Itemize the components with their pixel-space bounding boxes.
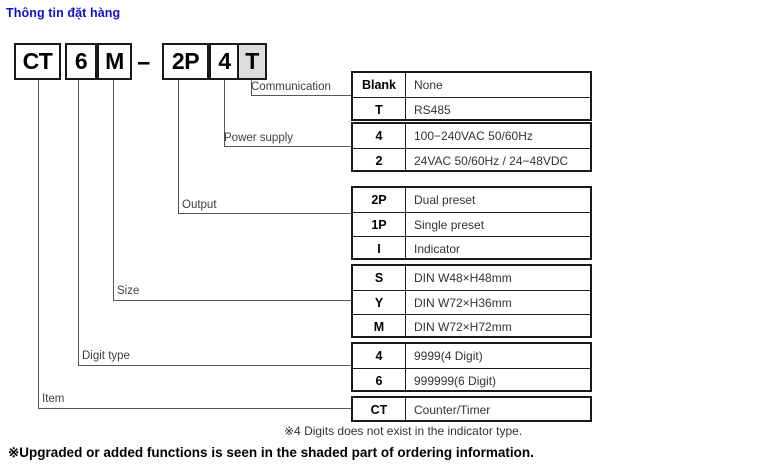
- footnote-upgraded: ※Upgraded or added functions is seen in …: [8, 445, 534, 460]
- table-row: 2P Dual preset: [353, 188, 590, 212]
- leader-line-digit-type-horizontal: [78, 365, 351, 366]
- spec-desc: DIN W72×H72mm: [414, 319, 512, 334]
- leader-label-digit-type: Digit type: [82, 350, 130, 362]
- spec-desc: DIN W72×H36mm: [414, 295, 512, 310]
- leader-line-digit-type-vertical: [78, 80, 79, 366]
- page-title: Thông tin đặt hàng: [6, 6, 121, 20]
- spec-table-item: CT Counter/Timer: [351, 396, 592, 422]
- spec-code: 1P: [353, 213, 406, 236]
- table-row: 2 24VAC 50/60Hz / 24−48VDC: [353, 148, 590, 172]
- leader-label-power-supply: Power supply: [224, 132, 294, 144]
- spec-desc: 999999(6 Digit): [414, 373, 497, 388]
- spec-code: Blank: [353, 73, 406, 97]
- leader-label-size: Size: [117, 285, 140, 297]
- code-box-output: 2P: [162, 43, 209, 80]
- table-row: 1P Single preset: [353, 212, 590, 236]
- table-row: 4 100−240VAC 50/60Hz: [353, 124, 590, 148]
- spec-table-size: S DIN W48×H48mm Y DIN W72×H36mm M DIN W7…: [351, 264, 592, 338]
- spec-table-communication: Blank None T RS485: [351, 71, 592, 121]
- leader-label-communication: Communication: [251, 81, 331, 93]
- leader-line-output-horizontal: [178, 213, 351, 214]
- table-row: Y DIN W72×H36mm: [353, 290, 590, 314]
- table-row: T RS485: [353, 97, 590, 121]
- leader-line-communication-horizontal: [251, 95, 351, 96]
- table-row: Blank None: [353, 73, 590, 97]
- code-box-digit-type: 6: [65, 43, 97, 80]
- leader-line-size-vertical: [113, 80, 114, 301]
- spec-code: 2P: [353, 188, 406, 212]
- spec-desc: DIN W48×H48mm: [414, 271, 512, 285]
- spec-desc: 100−240VAC 50/60Hz: [414, 129, 533, 143]
- spec-code: 2: [353, 149, 406, 172]
- spec-desc: 24VAC 50/60Hz / 24−48VDC: [414, 153, 569, 168]
- table-row: I Indicator: [353, 236, 590, 260]
- table-row: 6 999999(6 Digit): [353, 368, 590, 392]
- leader-line-item-vertical: [38, 80, 39, 409]
- spec-code: S: [353, 266, 406, 290]
- spec-desc: Indicator: [414, 241, 461, 256]
- leader-line-output-vertical: [178, 80, 179, 214]
- spec-code: 4: [353, 124, 406, 148]
- leader-line-power-supply-horizontal: [224, 146, 351, 147]
- spec-code: CT: [353, 398, 406, 422]
- spec-desc: 9999(4 Digit): [414, 349, 483, 363]
- table-row: CT Counter/Timer: [353, 398, 590, 422]
- spec-code: M: [353, 315, 406, 338]
- spec-code: T: [353, 98, 406, 121]
- spec-code: 6: [353, 369, 406, 392]
- leader-line-power-supply-vertical: [224, 80, 225, 147]
- spec-desc: None: [414, 78, 443, 92]
- spec-desc: RS485: [414, 102, 451, 117]
- table-row: M DIN W72×H72mm: [353, 314, 590, 338]
- table-row: S DIN W48×H48mm: [353, 266, 590, 290]
- spec-table-power-supply: 4 100−240VAC 50/60Hz 2 24VAC 50/60Hz / 2…: [351, 122, 592, 172]
- code-box-power-supply: 4: [209, 43, 240, 80]
- code-box-size: M: [97, 43, 132, 80]
- table-row: 4 9999(4 Digit): [353, 344, 590, 368]
- leader-line-item-horizontal: [38, 408, 351, 409]
- spec-table-digit-type: 4 9999(4 Digit) 6 999999(6 Digit): [351, 342, 592, 392]
- spec-code: Y: [353, 291, 406, 314]
- spec-table-output: 2P Dual preset 1P Single preset I Indica…: [351, 186, 592, 260]
- code-box-item: CT: [14, 43, 61, 80]
- spec-code: 4: [353, 344, 406, 368]
- leader-label-item: Item: [42, 393, 65, 405]
- leader-label-output: Output: [182, 199, 217, 211]
- spec-desc: Single preset: [414, 217, 485, 232]
- footnote-digits: ※4 Digits does not exist in the indicato…: [284, 424, 523, 438]
- code-separator-dash: −: [137, 50, 151, 76]
- spec-code: I: [353, 237, 406, 260]
- spec-desc: Counter/Timer: [414, 403, 491, 417]
- code-box-communication: T: [237, 43, 267, 80]
- spec-desc: Dual preset: [414, 193, 476, 207]
- leader-line-size-horizontal: [113, 300, 351, 301]
- leader-line-communication-vertical: [251, 80, 252, 96]
